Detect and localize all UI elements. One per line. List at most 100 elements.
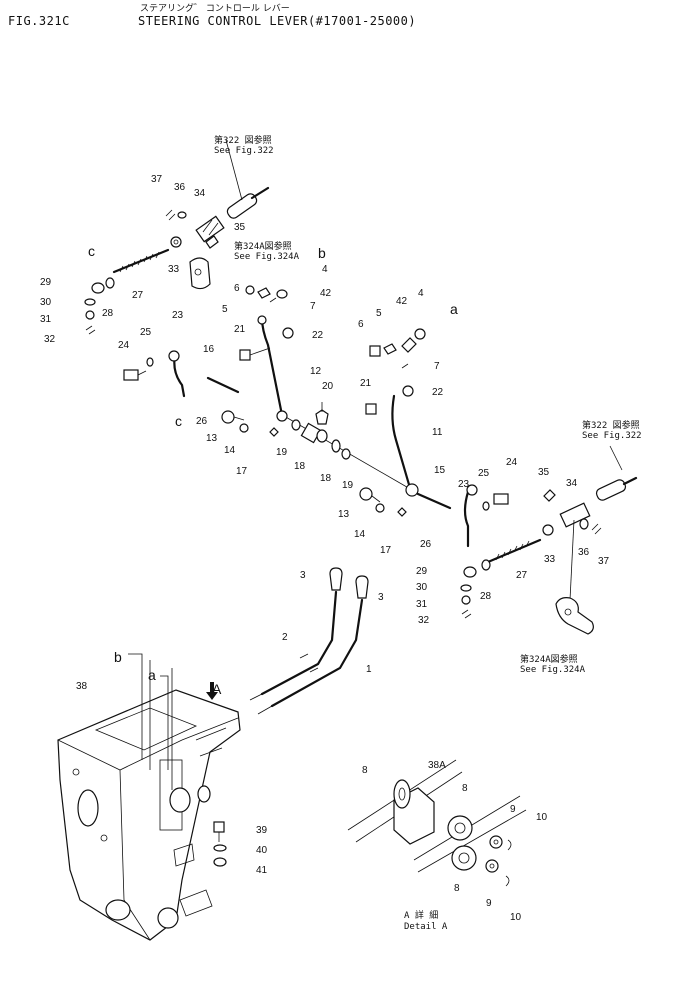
note-324a-left-en: See Fig.324A <box>234 252 300 262</box>
label-6b: 6 <box>358 319 364 330</box>
label-20: 20 <box>322 381 334 392</box>
label-5: 5 <box>222 304 228 315</box>
callout-c-top: c <box>88 243 95 259</box>
callout-b-bottom: b <box>114 649 122 665</box>
label-12: 12 <box>310 366 322 377</box>
label-21b: 21 <box>360 378 372 389</box>
label-4: 4 <box>322 264 328 275</box>
label-17b: 17 <box>380 545 392 556</box>
label-29b: 29 <box>416 566 428 577</box>
label-21: 21 <box>234 324 246 335</box>
label-37b: 37 <box>598 556 610 567</box>
label-8c: 8 <box>454 883 460 894</box>
label-40: 40 <box>256 845 268 856</box>
label-36: 36 <box>174 182 186 193</box>
callout-a-right: a <box>450 301 458 317</box>
label-19: 19 <box>276 447 288 458</box>
label-39: 39 <box>256 825 268 836</box>
label-33b: 33 <box>544 554 556 565</box>
label-11: 11 <box>432 427 443 438</box>
label-3b: 3 <box>378 592 384 603</box>
label-9: 9 <box>510 804 516 815</box>
control-levers-1-2-3 <box>249 567 369 715</box>
note-322-top-en: See Fig.322 <box>214 146 274 156</box>
label-26: 26 <box>196 416 208 427</box>
label-14: 14 <box>224 445 236 456</box>
label-35b: 35 <box>538 467 550 478</box>
callout-b-top: b <box>318 245 326 261</box>
label-34: 34 <box>194 188 206 199</box>
note-324a-bottom-jp: 第324A図参照 <box>520 653 578 665</box>
label-31b: 31 <box>416 599 428 610</box>
label-33: 33 <box>168 264 180 275</box>
label-10b: 10 <box>510 912 522 923</box>
label-18: 18 <box>294 461 306 472</box>
label-42: 42 <box>320 288 332 299</box>
label-38: 38 <box>76 681 88 692</box>
callout-c-bottom: c <box>175 413 182 429</box>
callout-letters: c c b a b a A <box>88 243 458 697</box>
label-32: 32 <box>44 334 56 345</box>
label-15: 15 <box>434 465 446 476</box>
label-13: 13 <box>206 433 218 444</box>
figure-title: STEERING CONTROL LEVER(#17001-25000) <box>138 14 417 28</box>
label-2: 2 <box>282 632 288 643</box>
label-34b: 34 <box>566 478 578 489</box>
label-1: 1 <box>366 664 372 675</box>
label-18b: 18 <box>320 473 332 484</box>
label-26b: 26 <box>420 539 432 550</box>
figure-number: FIG.321C <box>8 14 70 28</box>
label-10: 10 <box>536 812 548 823</box>
part-number-labels: 37 36 34 35 33 29 30 31 32 28 27 4 42 6 … <box>40 174 610 923</box>
label-32b: 32 <box>418 615 430 626</box>
label-14b: 14 <box>354 529 366 540</box>
label-30b: 30 <box>416 582 428 593</box>
detail-a <box>347 759 527 887</box>
label-36b: 36 <box>578 547 590 558</box>
label-37: 37 <box>151 174 163 185</box>
label-27: 27 <box>132 290 144 301</box>
label-22: 22 <box>312 330 324 341</box>
label-28b: 28 <box>480 591 492 602</box>
label-7: 7 <box>310 301 316 312</box>
note-322-right-jp: 第322 図参照 <box>582 419 640 431</box>
label-13b: 13 <box>338 509 350 520</box>
detail-a-jp: A 詳 細 <box>404 909 438 921</box>
label-9b: 9 <box>486 898 492 909</box>
label-23: 23 <box>172 310 184 321</box>
note-324a-bottom-en: See Fig.324A <box>520 665 586 675</box>
label-42b: 42 <box>396 296 408 307</box>
label-31: 31 <box>40 314 52 325</box>
label-24b: 24 <box>506 457 518 468</box>
label-29: 29 <box>40 277 52 288</box>
lever-housing-38 <box>57 653 241 941</box>
label-27b: 27 <box>516 570 528 581</box>
callout-a-bottom: a <box>148 667 156 683</box>
label-24: 24 <box>118 340 130 351</box>
note-324a-left-jp: 第324A図参照 <box>234 240 292 252</box>
label-38A: 38A <box>428 760 446 771</box>
label-23b: 23 <box>458 479 470 490</box>
label-41: 41 <box>256 865 268 876</box>
label-28: 28 <box>102 308 114 319</box>
label-30: 30 <box>40 297 52 308</box>
callout-A-arrow: A <box>212 681 222 697</box>
note-322-right-en: See Fig.322 <box>582 431 642 441</box>
label-8: 8 <box>362 765 368 776</box>
reference-notes: 第322 図参照 See Fig.322 第324A図参照 See Fig.32… <box>214 134 642 932</box>
label-25: 25 <box>140 327 152 338</box>
lever-11-assembly <box>359 328 638 635</box>
title-japanese: ステアリング゛ コントロール レバー <box>140 4 290 14</box>
label-5b: 5 <box>376 308 382 319</box>
label-25b: 25 <box>478 468 490 479</box>
label-22b: 22 <box>432 387 444 398</box>
label-7b: 7 <box>434 361 440 372</box>
detail-a-en: Detail A <box>404 922 448 932</box>
label-4b: 4 <box>418 288 424 299</box>
label-6: 6 <box>234 283 240 294</box>
note-322-top-jp: 第322 図参照 <box>214 134 272 146</box>
label-35: 35 <box>234 222 246 233</box>
lever-12-assembly <box>123 285 413 491</box>
label-19b: 19 <box>342 480 354 491</box>
